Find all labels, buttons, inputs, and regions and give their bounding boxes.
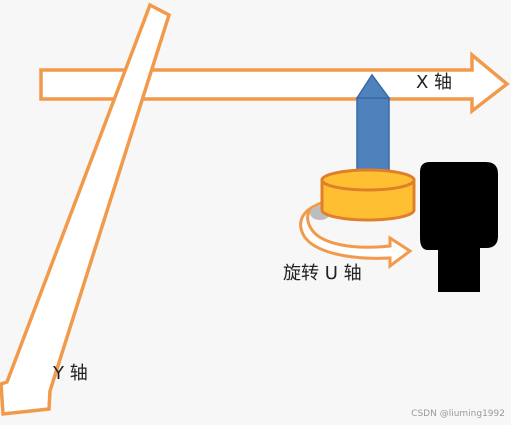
x-axis-label: X 轴 xyxy=(416,72,452,93)
y-axis-arrow xyxy=(0,2,172,416)
rotary-table xyxy=(320,168,416,222)
spindle xyxy=(355,73,391,171)
u-axis-label: 旋转 U 轴 xyxy=(283,263,362,284)
y-axis-label: Y 轴 xyxy=(52,363,88,384)
tool-block xyxy=(420,162,498,292)
watermark: CSDN @liuming1992 xyxy=(411,409,505,419)
